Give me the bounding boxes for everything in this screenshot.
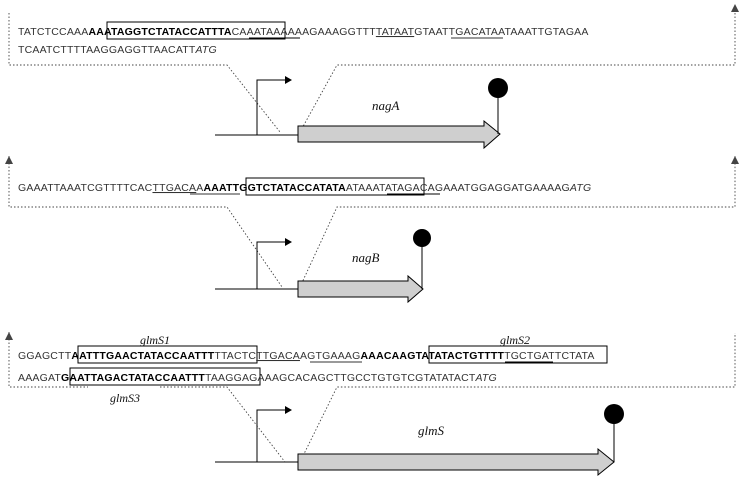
site-label-glmS2: glmS2 (500, 333, 530, 347)
tss-arrowhead (285, 76, 292, 84)
gene-label: nagA (372, 98, 400, 113)
gene-label: glmS (418, 423, 445, 438)
sequence-line-2: TCAATCTTTTAAGGAGGTTAACATTATG (18, 44, 217, 56)
gene-arrow (297, 447, 615, 477)
gene-label: nagB (352, 250, 380, 265)
binding-site-box-glmS3 (69, 367, 261, 386)
site-label-glmS3: glmS3 (110, 391, 140, 405)
zoom-frame-left (8, 13, 281, 133)
frame-arrowhead (731, 156, 739, 164)
frame-arrowhead (5, 156, 13, 164)
panel-glmS: glmS1 glmS2 GGAGCTTAATTTGAACTATACCAATTTT… (5, 332, 736, 477)
zoom-frame-left (8, 156, 283, 288)
binding-site-box-glmS1 (77, 345, 258, 364)
frame-arrowhead (731, 4, 739, 12)
gene-arrow (297, 119, 501, 150)
site-label-glmS1: glmS1 (140, 333, 170, 347)
zoom-frame-left (8, 332, 88, 388)
tss-arrowhead (285, 238, 292, 246)
tss-bent-arrow (256, 79, 285, 135)
sequence-line-1: TATCTCCAAAAAATAGGTCTATACCATTTACAAATAAAAA… (18, 26, 589, 38)
binding-site-box-glmS2 (428, 345, 608, 364)
binding-site-box (106, 21, 286, 40)
panel-nagA: TATCTCCAAAAAATAGGTCTATACCATTTACAAATAAAAA… (8, 4, 739, 150)
sequence-line-1: GAAATTAAATCGTTTTCACTTGACAAAAATTGGTCTATAC… (18, 182, 591, 194)
binding-site-box (245, 177, 425, 196)
terminator-icon (413, 229, 431, 247)
terminator-icon (604, 404, 624, 424)
zoom-frame-mid (160, 386, 286, 463)
zoom-frame-right (299, 333, 736, 463)
zoom-frame-right (299, 156, 736, 288)
tss-bent-arrow (256, 409, 285, 462)
sequence-line-2: AAAGATGAATTAGACTATACCAATTTTAAGGAGAAAGCAC… (18, 372, 497, 384)
tss-arrowhead (285, 406, 292, 414)
sequence-line-1: GGAGCTTAATTTGAACTATACCAATTTTTACTCTTGACAA… (18, 350, 595, 362)
tss-bent-arrow (256, 241, 285, 289)
terminator-icon (488, 78, 508, 98)
frame-arrowhead (5, 332, 13, 340)
gene-arrow (297, 274, 424, 304)
panel-nagB: GAAATTAAATCGTTTTCACTTGACAAAAATTGGTCTATAC… (5, 156, 739, 304)
